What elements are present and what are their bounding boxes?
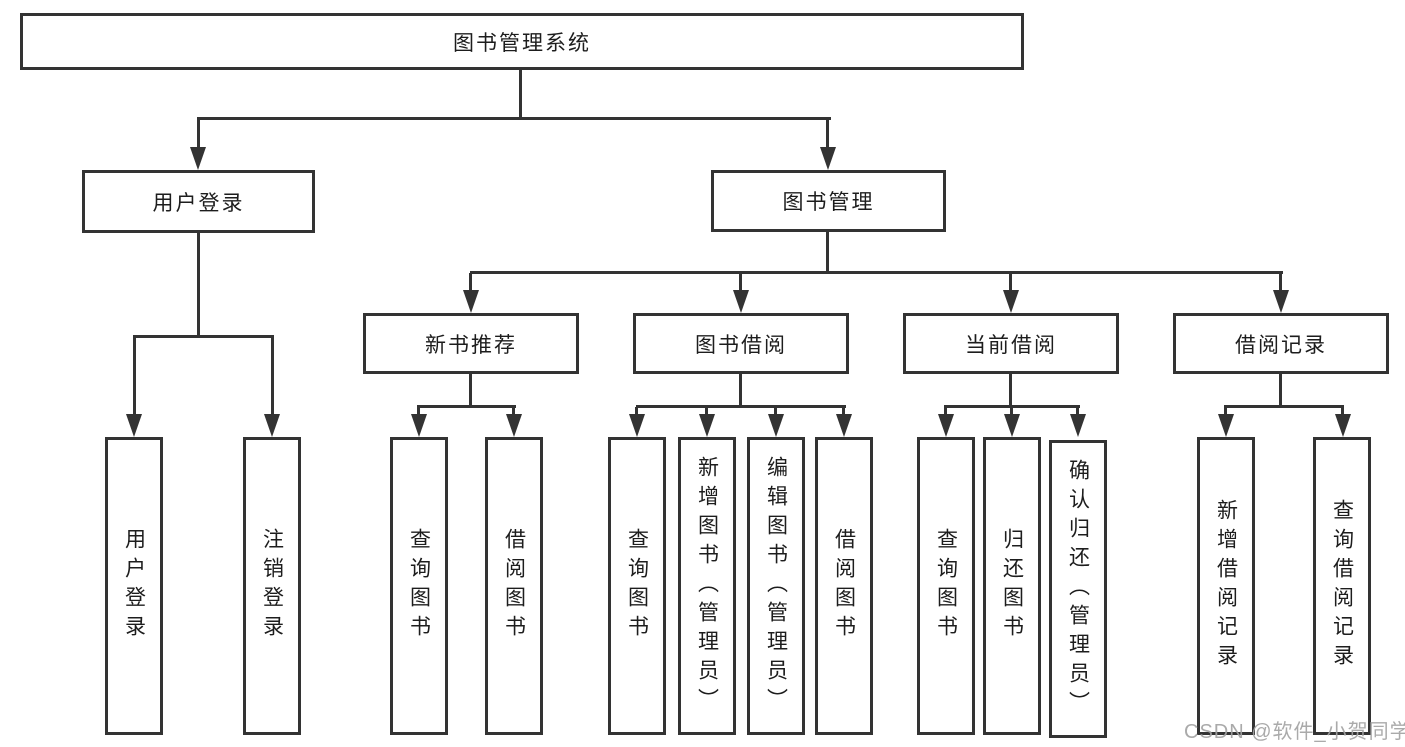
connector-line <box>197 117 831 120</box>
connector-line <box>826 232 829 274</box>
node-label: 查询图书 <box>934 528 958 644</box>
arrowhead-down-icon <box>463 290 479 313</box>
leaf-query-books-borrow: 查询图书 <box>608 437 666 735</box>
node-label: 新增图书（管理员） <box>695 455 719 717</box>
node-label: 查询图书 <box>407 528 431 644</box>
arrowhead-down-icon <box>836 414 852 437</box>
arrowhead-down-icon <box>411 414 427 437</box>
node-label: 图书管理系统 <box>453 31 591 55</box>
leaf-add-books-admin: 新增图书（管理员） <box>678 437 736 735</box>
connector-line <box>417 407 420 417</box>
leaf-user-login: 用户登录 <box>105 437 163 735</box>
arrowhead-down-icon <box>1003 290 1019 313</box>
node-borrow-records: 借阅记录 <box>1173 313 1389 374</box>
node-new-book-recommend: 新书推荐 <box>363 313 579 374</box>
node-label: 注销登录 <box>260 528 284 644</box>
node-label: 新书推荐 <box>425 333 517 357</box>
node-label: 用户登录 <box>152 191 245 215</box>
arrowhead-down-icon <box>733 290 749 313</box>
connector-line <box>739 374 742 407</box>
connector-line <box>1010 407 1013 417</box>
node-current-borrow: 当前借阅 <box>903 313 1119 374</box>
leaf-borrow-books-recommend: 借阅图书 <box>485 437 543 735</box>
node-label: 借阅图书 <box>502 528 526 644</box>
node-book-borrow: 图书借阅 <box>633 313 849 374</box>
arrowhead-down-icon <box>126 414 142 437</box>
node-label: 查询借阅记录 <box>1330 499 1354 673</box>
leaf-edit-books-admin: 编辑图书（管理员） <box>747 437 805 735</box>
connector-line <box>470 271 1283 274</box>
connector-line <box>469 273 472 293</box>
node-label: 新增借阅记录 <box>1214 499 1238 673</box>
connector-line <box>417 405 516 408</box>
connector-line <box>197 119 200 149</box>
connector-line <box>739 273 742 293</box>
connector-line <box>826 119 829 149</box>
node-label: 当前借阅 <box>965 333 1057 357</box>
leaf-confirm-return-admin: 确认归还（管理员） <box>1049 440 1107 738</box>
arrowhead-down-icon <box>699 414 715 437</box>
connector-line <box>1279 273 1282 293</box>
connector-line <box>1009 374 1012 407</box>
arrowhead-down-icon <box>1273 290 1289 313</box>
arrowhead-down-icon <box>629 414 645 437</box>
connector-line <box>1341 407 1344 417</box>
connector-line <box>944 405 1080 408</box>
connector-line <box>133 335 274 338</box>
node-label: 图书借阅 <box>695 333 787 357</box>
leaf-add-borrow-record: 新增借阅记录 <box>1197 437 1255 735</box>
connector-line <box>469 374 472 407</box>
arrowhead-down-icon <box>264 414 280 437</box>
node-label: 借阅记录 <box>1235 333 1327 357</box>
arrowhead-down-icon <box>506 414 522 437</box>
connector-line <box>774 407 777 417</box>
node-label: 用户登录 <box>122 528 146 644</box>
leaf-borrow-books: 借阅图书 <box>815 437 873 735</box>
connector-line <box>842 407 845 417</box>
csdn-watermark: CSDN @软件_小贺同学 <box>1184 721 1405 743</box>
connector-line <box>705 407 708 417</box>
node-label: 编辑图书（管理员） <box>764 455 788 717</box>
connector-line <box>635 407 638 417</box>
arrowhead-down-icon <box>1218 414 1234 437</box>
node-label: 借阅图书 <box>832 528 856 644</box>
connector-line <box>197 233 200 338</box>
leaf-query-books-current: 查询图书 <box>917 437 975 735</box>
connector-line <box>271 337 274 417</box>
node-label: 图书管理 <box>782 191 875 214</box>
node-user-login: 用户登录 <box>82 170 315 233</box>
node-library-system: 图书管理系统 <box>20 13 1024 70</box>
arrowhead-down-icon <box>190 147 206 170</box>
arrowhead-down-icon <box>1004 414 1020 437</box>
leaf-query-books-recommend: 查询图书 <box>390 437 448 735</box>
connector-line <box>1009 273 1012 293</box>
node-label: 确认归还（管理员） <box>1066 458 1090 720</box>
arrowhead-down-icon <box>820 147 836 170</box>
connector-line <box>512 407 515 417</box>
node-label: 归还图书 <box>1000 528 1024 644</box>
arrowhead-down-icon <box>1070 414 1086 437</box>
arrowhead-down-icon <box>938 414 954 437</box>
node-label: 查询图书 <box>625 528 649 644</box>
connector-line <box>1224 405 1344 408</box>
connector-line <box>636 405 846 408</box>
connector-line <box>519 69 522 119</box>
connector-line <box>133 337 136 417</box>
leaf-query-borrow-record: 查询借阅记录 <box>1313 437 1371 735</box>
connector-line <box>1279 374 1282 407</box>
node-book-management: 图书管理 <box>711 170 946 232</box>
leaf-return-books: 归还图书 <box>983 437 1041 735</box>
connector-line <box>944 407 947 417</box>
connector-line <box>1224 407 1227 417</box>
leaf-logout-login: 注销登录 <box>243 437 301 735</box>
connector-line <box>1076 407 1079 417</box>
arrowhead-down-icon <box>1335 414 1351 437</box>
arrowhead-down-icon <box>768 414 784 437</box>
